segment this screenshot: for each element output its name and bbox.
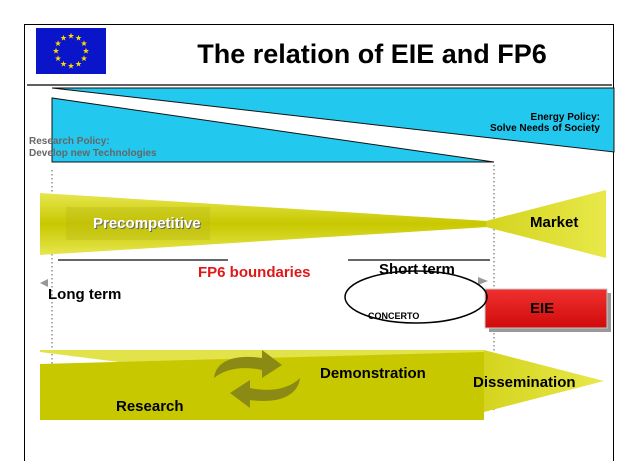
eu-star xyxy=(60,60,67,67)
dissemination-label: Dissemination xyxy=(473,374,576,391)
energy-policy-line2: Solve Needs of Society xyxy=(489,123,600,134)
eu-star xyxy=(75,34,82,41)
eu-star xyxy=(52,47,60,54)
short-term-label: Short term xyxy=(379,261,455,278)
eie-label[interactable]: EIE xyxy=(530,300,555,317)
long-term-label: Long term xyxy=(48,286,122,303)
eu-star xyxy=(54,40,62,47)
fp6-boundaries-label: FP6 boundaries xyxy=(198,264,311,281)
research-policy-line2: Develop new Technologies xyxy=(29,148,157,159)
precompetitive-band xyxy=(40,193,488,255)
eu-star xyxy=(82,47,90,54)
energy-policy-label: Energy Policy: Solve Needs of Society xyxy=(490,112,600,134)
short-term-arrowhead xyxy=(478,277,488,285)
process-band-lower xyxy=(40,352,484,420)
eu-flag-icon xyxy=(36,28,106,74)
long-term-arrowhead xyxy=(40,279,48,287)
dissemination-arrow xyxy=(484,350,604,412)
eu-star xyxy=(80,55,88,62)
eie-box[interactable] xyxy=(484,288,608,329)
eu-star xyxy=(67,32,75,39)
research-label: Research xyxy=(116,398,184,415)
precompetitive-label-box xyxy=(66,207,210,240)
concerto-label: CONCERTO xyxy=(368,311,420,321)
precompetitive-label: Precompetitive xyxy=(93,215,201,232)
eu-star xyxy=(67,62,75,69)
eu-star xyxy=(80,40,88,47)
energy-policy-line1: Energy Policy: xyxy=(530,112,600,123)
market-band xyxy=(486,190,606,258)
cycle-arrows-icon xyxy=(214,350,300,408)
concerto-ellipse xyxy=(344,270,488,324)
eu-star xyxy=(75,60,82,67)
research-policy-wedge xyxy=(51,97,495,163)
research-policy-line1: Research Policy: xyxy=(29,136,110,147)
eu-star xyxy=(60,34,67,41)
eu-star xyxy=(54,55,62,62)
market-label: Market xyxy=(530,214,579,231)
energy-policy-wedge xyxy=(51,87,615,153)
slide-border xyxy=(24,24,614,461)
demonstration-label: Demonstration xyxy=(320,365,426,382)
slide-title: The relation of EIE and FP6 xyxy=(197,39,547,69)
research-policy-label: Research Policy: Develop new Technologie… xyxy=(29,136,157,160)
